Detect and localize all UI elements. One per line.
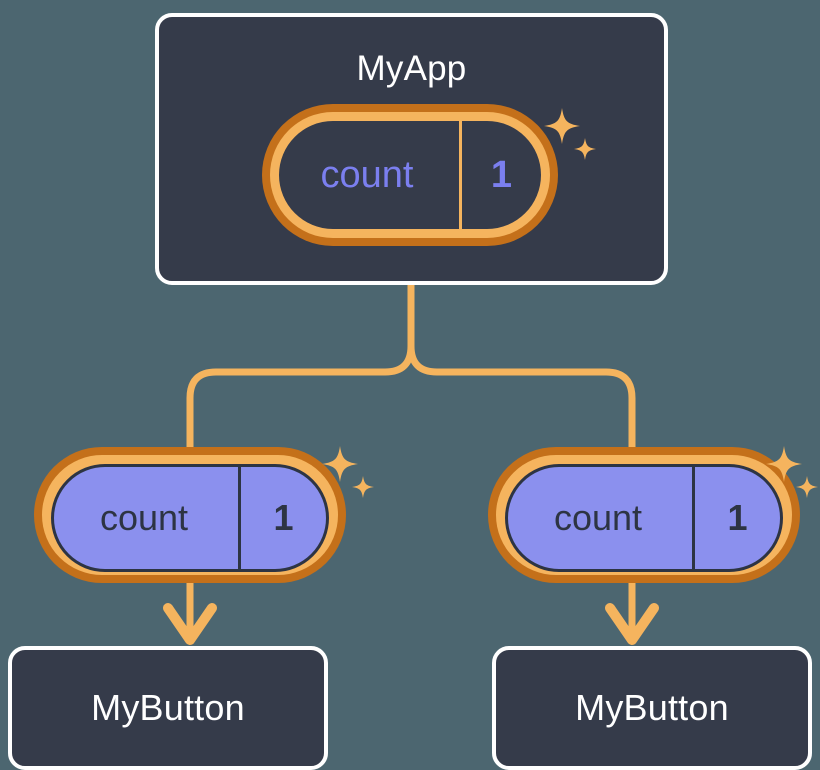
component-card-mybutton-left[interactable]: MyButton	[8, 646, 328, 770]
state-pill-left[interactable]: count 1	[42, 455, 338, 575]
tree-branch-connector	[407, 281, 636, 466]
arrow-left	[163, 568, 217, 645]
state-key: count	[553, 497, 643, 538]
state-value: 1	[238, 467, 326, 569]
component-card-mybutton-right[interactable]: MyButton	[492, 646, 812, 770]
sparkle-large-icon	[322, 446, 358, 482]
state-pill-right[interactable]: count 1	[496, 455, 792, 575]
sparkle-small-icon	[796, 476, 818, 498]
state-pill-inner: count 1	[51, 464, 329, 572]
tree-branch-connector	[186, 281, 415, 466]
state-pill-myapp[interactable]: count 1	[270, 112, 550, 238]
page-title: MyApp	[356, 49, 467, 88]
state-pill-inner: count 1	[505, 464, 783, 572]
component-label: MyButton	[91, 687, 245, 728]
state-key: count	[320, 153, 414, 196]
arrow-right	[605, 568, 659, 645]
state-value: 1	[459, 121, 541, 229]
state-pill-inner: count 1	[279, 121, 541, 229]
state-key: count	[99, 497, 189, 538]
sparkle-small-icon	[352, 476, 374, 498]
state-value: 1	[692, 467, 780, 569]
component-label: MyButton	[575, 687, 729, 728]
